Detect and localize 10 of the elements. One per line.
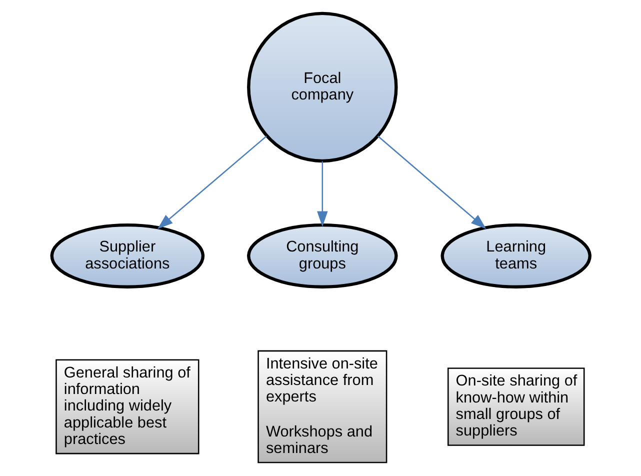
node-circle: Focal company [246, 12, 398, 163]
node-ellipse: Consulting groups [246, 223, 398, 288]
node-box: On-site sharing of know-how within small groups of suppliers [446, 368, 584, 446]
arrow [377, 136, 486, 230]
arrow [316, 161, 328, 227]
node-box: Intensive on-site assistance from experts Workshops and seminars [257, 350, 387, 464]
node-box: General sharing of information including widely applicable best practices [55, 359, 199, 454]
node-ellipse: Learning teams [440, 223, 591, 288]
arrow [157, 136, 266, 230]
node-ellipse: Supplier associations [50, 223, 204, 288]
